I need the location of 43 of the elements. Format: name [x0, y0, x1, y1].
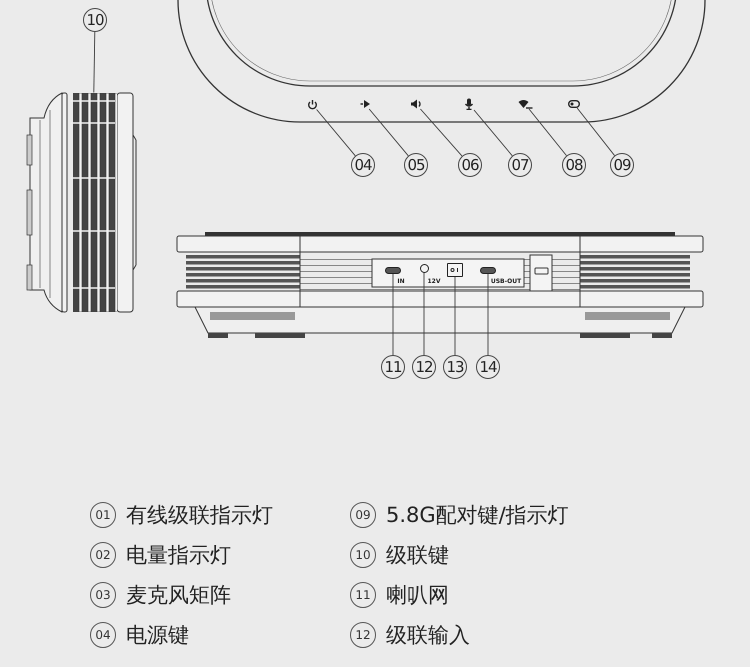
callout-number: 04 [90, 622, 116, 648]
leader-line [316, 109, 356, 156]
leader-line [474, 110, 513, 156]
callout-number: 05 [404, 153, 428, 177]
part-label: 级联键 [386, 542, 449, 569]
callout-number: 12 [350, 622, 376, 648]
callout-number: 14 [476, 355, 500, 379]
callout-number: 10 [350, 542, 376, 568]
toggle-icon [568, 100, 580, 108]
part-label: 麦克风矩阵 [126, 582, 231, 609]
callout-number: 10 [83, 8, 107, 32]
microphone-icon [464, 98, 474, 110]
leader-line [528, 108, 567, 156]
callout-number: 03 [90, 582, 116, 608]
leader-line [93, 32, 96, 93]
callout-number: 04 [351, 153, 375, 177]
wifi-icon [518, 99, 532, 109]
part-label: 电量指示灯 [126, 542, 231, 569]
leader-line [392, 273, 394, 356]
callout-number: 02 [90, 542, 116, 568]
power-icon [306, 98, 318, 110]
callout-number: 11 [381, 355, 405, 379]
part-label: 电源键 [126, 622, 189, 649]
leader-line [368, 108, 409, 156]
part-label: 喇叭网 [386, 582, 449, 609]
callout-number: 09 [610, 153, 634, 177]
part-label: 有线级联指示灯 [126, 502, 273, 529]
speaker-icon [410, 99, 422, 109]
callout-number: 11 [350, 582, 376, 608]
callout-number: 07 [508, 153, 532, 177]
part-label: 级联输入 [386, 622, 470, 649]
callout-number: 01 [90, 502, 116, 528]
callout-number: 13 [443, 355, 467, 379]
callout-number: 09 [350, 502, 376, 528]
leader-line [576, 108, 616, 156]
rocker-switch [447, 263, 463, 277]
leader-line [454, 276, 456, 356]
play-icon [360, 99, 370, 109]
part-label: 5.8G配对键/指示灯 [386, 502, 569, 529]
callout-number: 06 [458, 153, 482, 177]
leader-line [420, 108, 462, 156]
callout-number: 08 [562, 153, 586, 177]
callout-number: 12 [412, 355, 436, 379]
